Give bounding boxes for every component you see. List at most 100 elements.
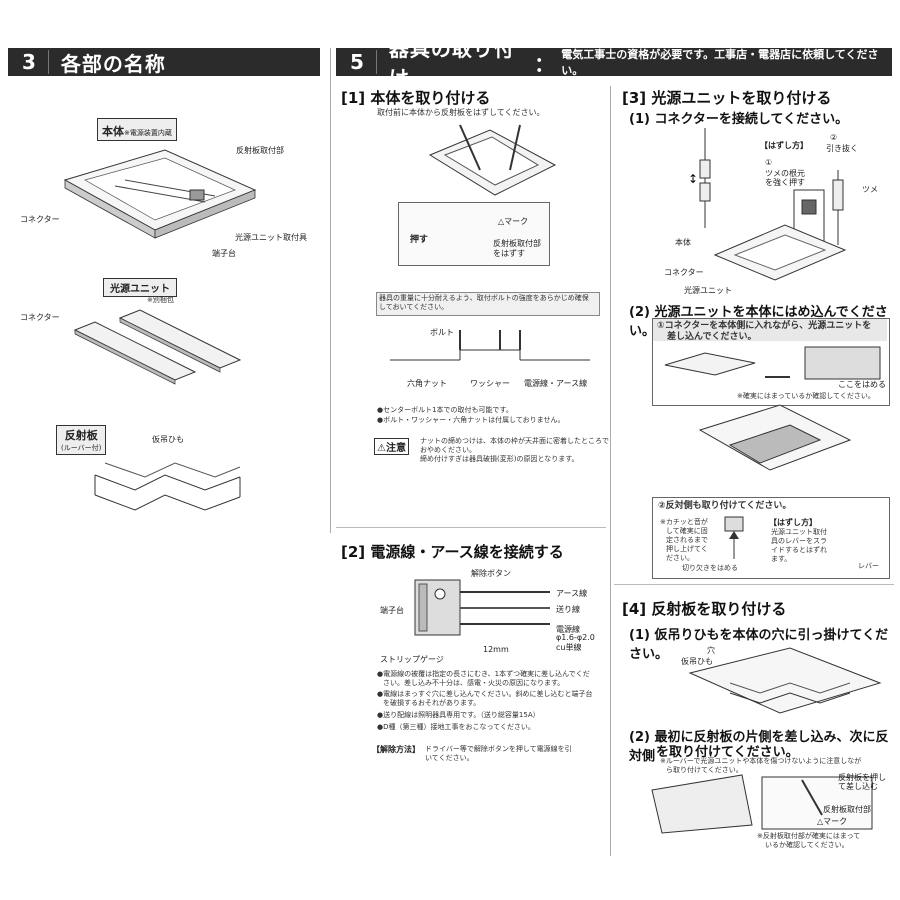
arrow-icon: ↕: [688, 172, 698, 186]
reflector-title: 反射板 (ルーバー付): [56, 425, 107, 455]
earth-wire-label: アース線: [556, 589, 588, 598]
mark-label: △マーク: [498, 217, 529, 226]
notch-label: 切り欠きをはめる: [682, 564, 738, 572]
reflector-insert-illustration: [651, 774, 873, 834]
push-label: 押す: [410, 235, 429, 245]
step-circle-1: ①: [765, 158, 773, 167]
step4-note-1: ※ルーバーで光源ユニットや本体を傷つけないように注意しなが: [660, 757, 862, 765]
section-colon: ：: [534, 51, 556, 76]
section-5-header: 5 器具の取り付け ： 電気工事士の資格が必要です。工事店・電器店に依頼してくだ…: [336, 37, 892, 90]
caution-badge: ⚠注意: [374, 438, 409, 455]
step1-title: [1] 本体を取り付ける: [341, 89, 491, 107]
unit-connector-label: コネクター: [20, 313, 60, 322]
power-spec-2: cu単線: [556, 643, 582, 652]
step1-illustration: [428, 124, 557, 196]
connector-hands-illustration: ↕: [688, 128, 711, 228]
step4-sub2a: (2) 最初に反射板の片側を差し込み、次に反対側: [629, 730, 889, 764]
terminal-illustration: [414, 579, 550, 636]
section-subtitle: 電気工事士の資格が必要です。工事店・電器店に依頼してください。: [561, 48, 879, 77]
step2-bullet-1a: ●電源線の被覆は指定の長さにむき、1本ずつ確実に差し込んでくだ: [377, 670, 590, 678]
release-method-label: 【解除方法】: [372, 745, 420, 754]
body-label: 本体: [675, 238, 691, 247]
column-divider: [330, 48, 331, 533]
unit-label: 光源ユニット: [684, 286, 732, 295]
bolt-label: ボルト: [430, 328, 454, 337]
box2-title: ②反対側も取り付けてください。: [658, 501, 792, 511]
body-illustration: [63, 149, 257, 239]
step4-check-2: いるか確認してください。: [765, 841, 849, 849]
connector-label: コネクター: [20, 215, 60, 224]
column-divider: [610, 86, 611, 856]
bullet-2: ●ボルト・ワッシャー・六角ナットは付属しておりません。: [377, 416, 565, 424]
push-insert-label-2: て差し込む: [838, 782, 878, 791]
unit-mount-label: 光源ユニット取付具: [235, 233, 307, 242]
bullet-1: ●センターボルト1本での取付も可能です。: [377, 406, 513, 414]
remove-text-1: 光源ユニット取付: [771, 528, 827, 536]
section-3-header: 3 各部の名称: [8, 48, 320, 76]
section-title: 各部の名称: [60, 51, 166, 76]
release-method-text-1: ドライバー等で解除ボタンを押して電源線を引: [425, 745, 572, 753]
clip-illustration: [724, 516, 744, 559]
hang-string-label: 仮吊ひも: [152, 435, 184, 444]
insert-here-label: ここをはめる: [838, 380, 886, 389]
connector-label: コネクター: [664, 268, 704, 277]
body-title: 本体※電源装置内蔵: [97, 118, 177, 141]
unit-title: 光源ユニット: [103, 278, 177, 297]
nut-label: 六角ナット: [407, 379, 447, 388]
section-number: 5: [336, 50, 377, 74]
release-button-label: 解除ボタン: [471, 569, 511, 578]
unit-note: ※別梱包: [147, 296, 174, 304]
step1-desc: 取付前に本体から反射板をはずしてください。: [377, 108, 545, 117]
reflector-hang-illustration: [688, 647, 882, 714]
step2-title: [2] 電源線・アース線を接続する: [341, 543, 564, 561]
step3-box1-header: [653, 319, 887, 341]
section-divider: [614, 584, 894, 585]
bolt-note-2: しておいてください。: [379, 303, 449, 311]
step2-bullet-2a: ●電線はまっすぐ穴に差し込んでください。斜めに差し込むと端子台: [377, 690, 593, 698]
click-note-4: 押し上げてく: [666, 545, 708, 553]
step4-check-1: ※反射板取付部が確実にはまって: [757, 832, 861, 840]
strip-length: 12mm: [483, 645, 509, 654]
mark-label: △マーク: [817, 817, 848, 826]
step4-title: [4] 反射板を取り付ける: [622, 600, 787, 618]
wire-label: 電源線・アース線: [524, 379, 588, 388]
click-note-1: ※カチッと音が: [660, 518, 708, 526]
step-circle-2: ②: [830, 133, 838, 142]
unit-body-illustration: [713, 224, 847, 281]
push-insert-label-1: 反射板を押し: [838, 773, 886, 782]
caution-text-2: おやめください。: [420, 446, 476, 454]
step3-box2: [652, 497, 890, 579]
section-title: 器具の取り付け: [388, 37, 515, 90]
step1-detail-box: [398, 202, 550, 266]
claw-label-2: を強く押す: [765, 178, 805, 187]
step4-sub2b: を取り付けてください。: [656, 745, 799, 760]
step3-sub2: (2) 光源ユニットを本体にはめ込んでください。: [629, 305, 888, 339]
connector-detail-illustration: [793, 170, 844, 245]
terminal-label: 端子台: [380, 606, 404, 615]
box1-text-2: 差し込んでください。: [667, 332, 757, 342]
remove-text-4: ます。: [771, 555, 792, 563]
bolt-note-box: [376, 292, 600, 316]
hole-label: 穴: [707, 646, 715, 655]
power-wire-label: 電源線: [556, 625, 580, 634]
caution-text-1: ナットの締めつけは、本体の枠が天井面に密着したところで: [420, 437, 609, 445]
feed-wire-label: 送り線: [556, 605, 580, 614]
body-label: 本体: [102, 125, 124, 138]
claw-label-1: ツメの根元: [765, 169, 805, 178]
remove-text-3: イドするとはずれ: [771, 546, 827, 554]
box1-text-1: ①コネクターを本体側に入れながら、光源ユニットを: [657, 321, 872, 331]
click-note-2: して確実に固: [666, 527, 708, 535]
step4-note-2: ら取り付けてください。: [666, 766, 743, 774]
washer-label: ワッシャー: [470, 379, 510, 388]
step2-bullet-4: ●D種（第三種）接地工事をおこなってください。: [377, 723, 535, 731]
bolt-illustration: [390, 330, 590, 361]
click-note-5: ださい。: [666, 554, 694, 562]
step2-bullet-1b: さい。差し込み不十分は、感電・火災の原因になります。: [383, 679, 565, 687]
unit-insert-illustration: [664, 346, 881, 380]
power-spec-1: φ1.6-φ2.0: [556, 633, 595, 642]
remove-label-1: 反射板取付部: [493, 239, 541, 248]
claw-label: ツメ: [862, 185, 878, 194]
lever-label: レバー: [858, 562, 879, 570]
caution-text-3: 締め付けすぎは器具破損(変形)の原因となります。: [420, 455, 579, 463]
step2-bullet-3: ●送り配線は照明器具専用です。（送り総容量15A）: [377, 711, 540, 719]
